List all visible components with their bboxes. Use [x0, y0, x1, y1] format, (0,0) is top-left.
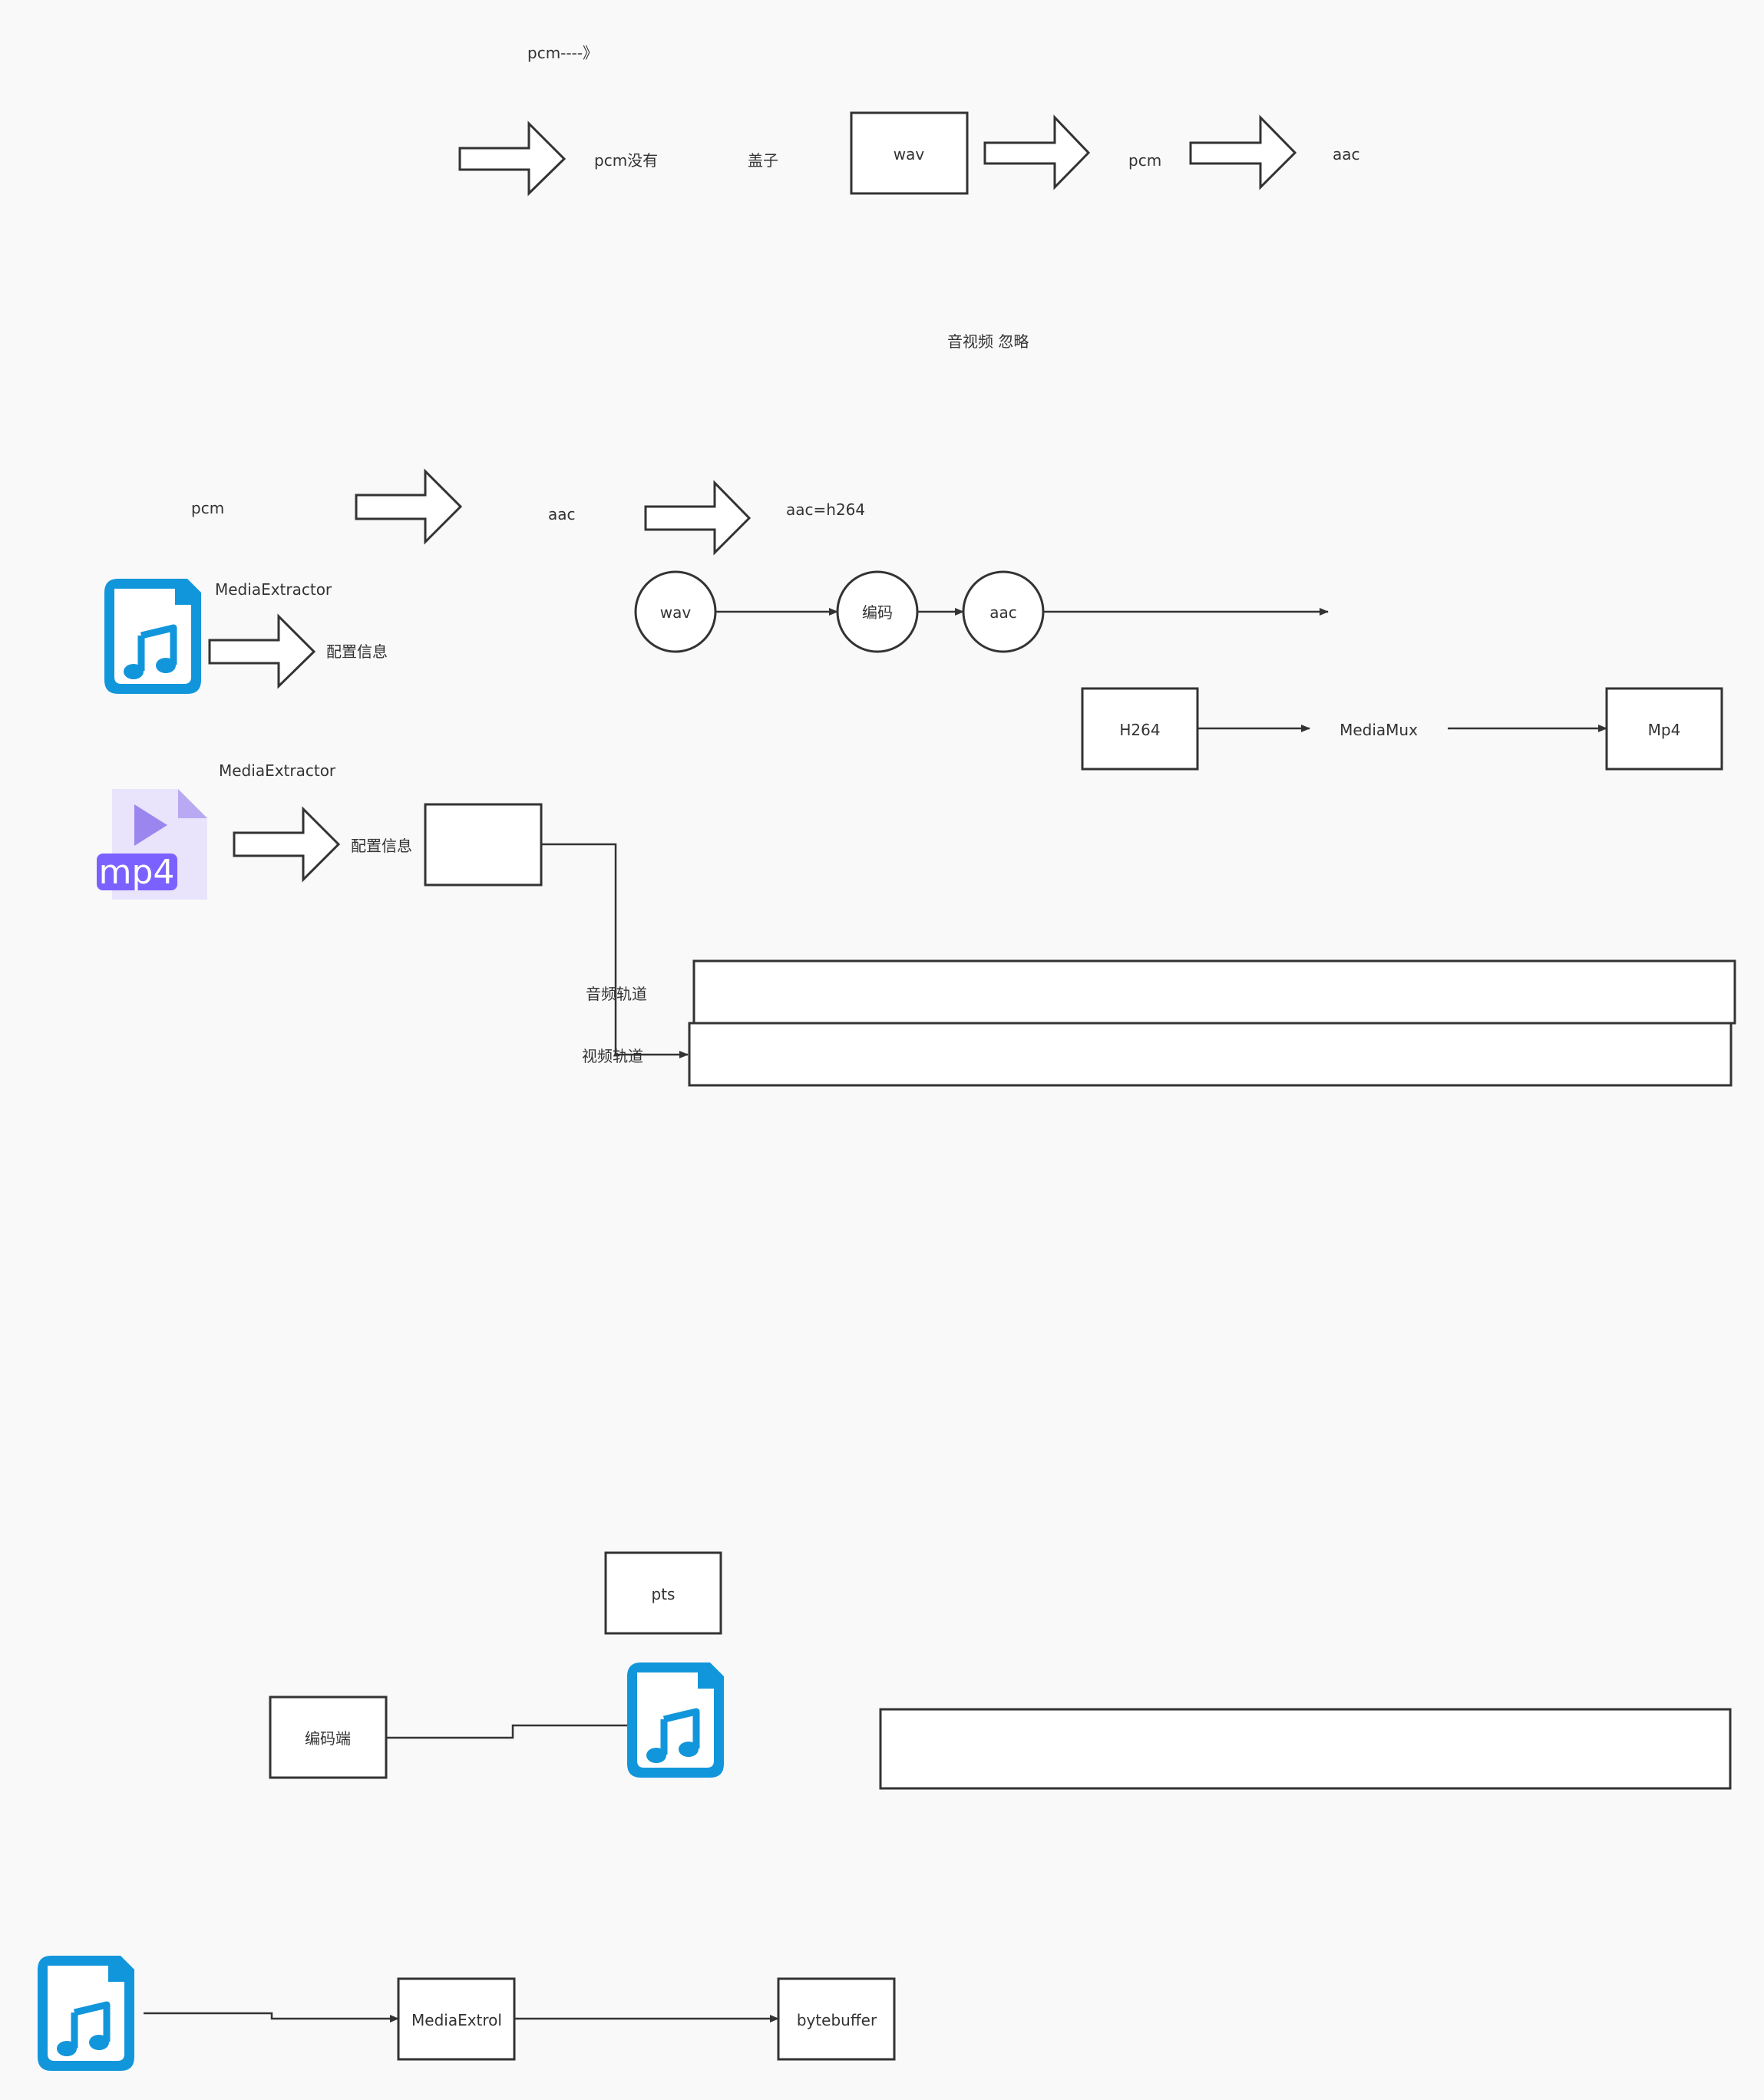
label-lid: 盖子 [748, 151, 778, 170]
label-media-mux: MediaMux [1340, 721, 1418, 739]
label-aac-h264: aac=h264 [786, 500, 865, 519]
label-media-extractor-2: MediaExtractor [219, 761, 336, 780]
video-track-bar[interactable] [688, 1022, 1733, 1087]
block-arrow-6[interactable] [208, 613, 316, 689]
connector-encoder-to-audio [386, 1722, 639, 1739]
h264-box[interactable]: H264 [1081, 687, 1199, 771]
audio-file-icon [38, 1956, 134, 2071]
label-config-info-2: 配置信息 [351, 837, 412, 855]
bytebuffer-box[interactable]: bytebuffer [777, 1977, 896, 2061]
circle-aac-label: aac [989, 603, 1017, 622]
connector-config-to-video-track [541, 843, 689, 1058]
label-pcm-mid: pcm [1128, 151, 1161, 170]
mp4-box[interactable]: Mp4 [1605, 687, 1723, 771]
bytebuffer-box-label: bytebuffer [797, 2011, 877, 2029]
block-arrow-5[interactable] [644, 480, 752, 556]
circle-wav-label: wav [660, 603, 692, 622]
label-pcm-left: pcm [191, 499, 224, 517]
label-video-track: 视频轨道 [582, 1047, 643, 1065]
circle-encode[interactable]: 编码 [836, 570, 919, 653]
label-aac-mid: aac [548, 505, 576, 523]
label-pcm-none: pcm没有 [594, 151, 658, 170]
label-pcm-top: pcm----》 [527, 44, 598, 62]
circle-aac[interactable]: aac [962, 570, 1045, 653]
circle-wav[interactable]: wav [634, 570, 717, 653]
wav-box-label: wav [894, 145, 925, 163]
label-av-ignore: 音视频 忽略 [947, 332, 1029, 351]
label-config-info-1: 配置信息 [326, 642, 388, 661]
audio-track-bar[interactable] [692, 959, 1736, 1025]
label-aac-top: aac [1333, 145, 1360, 163]
wav-box[interactable]: wav [850, 111, 969, 195]
pts-box[interactable]: pts [604, 1551, 722, 1635]
block-arrow-7[interactable] [233, 806, 341, 883]
label-media-extractor-1: MediaExtractor [215, 580, 332, 599]
block-arrow-2[interactable] [983, 114, 1091, 190]
label-audio-track: 音频轨道 [586, 985, 647, 1003]
audio-file-icon [627, 1663, 724, 1778]
pts-box-label: pts [652, 1585, 676, 1603]
encoder-box[interactable]: 编码端 [269, 1696, 388, 1779]
h264-box-label: H264 [1119, 721, 1160, 739]
block-arrow-4[interactable] [355, 468, 463, 545]
circle-encode-label: 编码 [862, 603, 893, 622]
block-arrow-3[interactable] [1189, 114, 1297, 190]
media-extrol-box-label: MediaExtrol [411, 2011, 502, 2029]
connector-file-to-mediaextrol [144, 2012, 399, 2022]
encoder-box-label: 编码端 [305, 1729, 351, 1748]
block-arrow-1[interactable] [458, 121, 567, 196]
mp4-file-icon-label: mp4 [99, 853, 175, 892]
media-extrol-box[interactable]: MediaExtrol [397, 1977, 516, 2061]
mp4-box-label: Mp4 [1648, 721, 1681, 739]
audio-file-icon [104, 579, 201, 694]
empty-wide-box[interactable] [879, 1708, 1732, 1790]
mp4-file-icon: mp4 [97, 789, 207, 900]
empty-config-box[interactable] [424, 803, 543, 887]
